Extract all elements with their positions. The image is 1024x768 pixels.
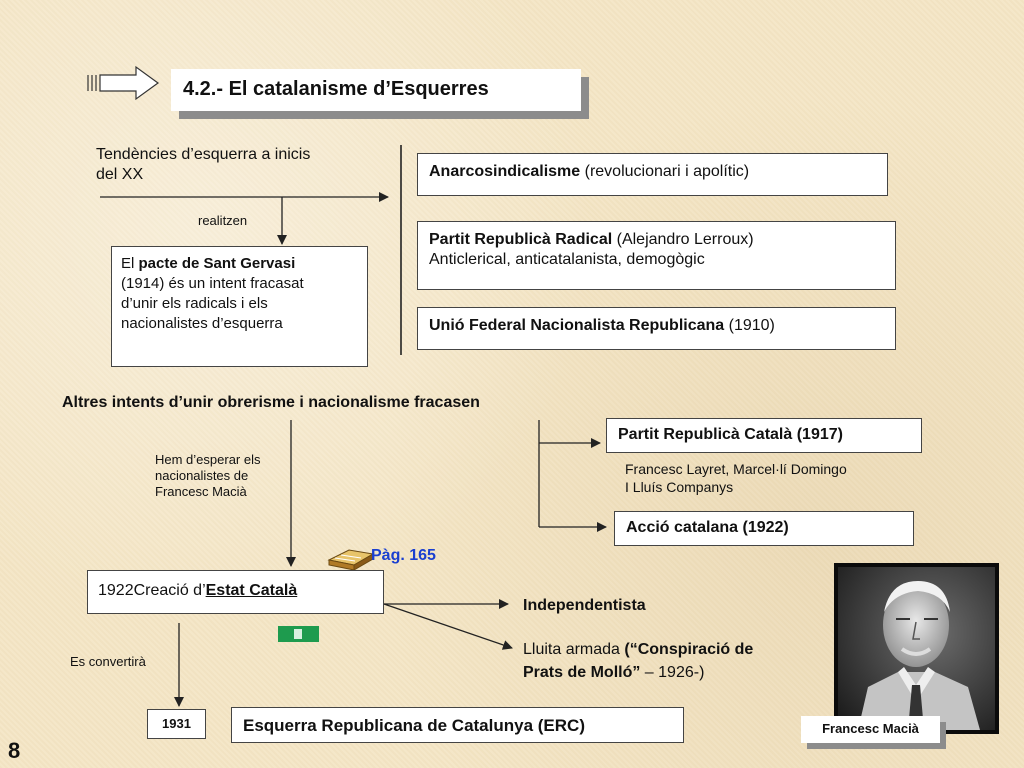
anarco-bold: Anarcosindicalisme	[429, 163, 581, 180]
accio-label: Acció catalana (1922)	[626, 519, 789, 536]
tendencies-line1: Tendències d’esquerra a inicis	[96, 146, 311, 163]
title-arrow-icon	[87, 65, 160, 101]
pacte-bold: pacte de Sant Gervasi	[138, 255, 296, 272]
portrait-image	[838, 567, 995, 730]
page-number: 8	[8, 738, 21, 763]
pacte-line4: nacionalistes d’esquerra	[121, 315, 283, 332]
tendencies-label: Tendències d’esquerra a inicis del XX	[96, 145, 310, 185]
portrait-frame	[834, 563, 999, 734]
green-link-button[interactable]	[278, 626, 319, 642]
pacte-line3: d’unir els radicals i els	[121, 295, 268, 312]
es-convertira-label: Es convertirà	[70, 654, 146, 669]
anarco-box: Anarcosindicalisme (revolucionari i apol…	[417, 153, 888, 196]
unio-bold: Unió Federal Nacionalista Republicana	[429, 317, 725, 334]
page-title: 4.2.- El catalanisme d’Esquerres	[183, 78, 489, 100]
book-icon[interactable]	[327, 546, 377, 572]
year-1931-label: 1931	[162, 716, 191, 731]
radical-line1: Partit Republicà Radical (Alejandro Lerr…	[429, 230, 884, 250]
title-box: 4.2.- El catalanisme d’Esquerres	[171, 69, 581, 111]
unio-box: Unió Federal Nacionalista Republicana (1…	[417, 307, 896, 350]
lluita-line1: Lluita armada (“Conspiració de	[523, 641, 754, 658]
lluita-arrow	[383, 603, 513, 650]
page-reference-link[interactable]: Pàg. 165	[371, 547, 436, 564]
radical-rest: (Alejandro Lerroux)	[612, 231, 754, 248]
layret-label: Francesc Layret, Marcel·lí Domingo I Llu…	[625, 460, 847, 496]
partit-catala-label: Partit Republicà Català (1917)	[618, 426, 843, 443]
layret-line2: I Lluís Companys	[625, 479, 734, 495]
radical-bold: Partit Republicà Radical	[429, 231, 613, 248]
document-icon	[294, 629, 302, 639]
hem-esperar-line3: Francesc Macià	[155, 484, 247, 499]
hem-esperar-line2: nacionalistes de	[155, 468, 249, 483]
radical-line2: Anticlerical, anticatalanista, demogògic	[429, 251, 705, 268]
radical-box: Partit Republicà Radical (Alejandro Lerr…	[417, 221, 896, 290]
portrait-caption: Francesc Macià	[822, 721, 919, 736]
year-1931-box: 1931	[147, 709, 206, 739]
hem-esperar-label: Hem d’esperar els nacionalistes de Franc…	[155, 452, 261, 500]
estat-bold: Estat Català	[205, 582, 298, 599]
estat-catala-box: 1922Creació d’Estat Català	[87, 570, 384, 614]
hem-esperar-line1: Hem d’esperar els	[155, 452, 261, 467]
portrait-caption-box: Francesc Macià	[801, 716, 940, 743]
tendencies-line2: del XX	[96, 166, 144, 183]
estat-pre: 1922Creació d’	[98, 582, 206, 599]
lluita-line2: Prats de Molló” – 1926-)	[523, 664, 705, 681]
lluita-label: Lluita armada (“Conspiració de Prats de …	[523, 638, 753, 684]
layret-line1: Francesc Layret, Marcel·lí Domingo	[625, 461, 847, 477]
anarco-rest: (revolucionari i apolític)	[580, 163, 750, 180]
pacte-line2: (1914) és un intent fracasat	[121, 275, 304, 292]
independentista-label: Independentista	[523, 597, 646, 614]
accio-box: Acció catalana (1922)	[614, 511, 914, 546]
realitzen-label: realitzen	[198, 213, 248, 228]
partit-catala-box: Partit Republicà Català (1917)	[606, 418, 922, 453]
pacte-box: El pacte de Sant Gervasi (1914) és un in…	[111, 246, 368, 367]
altres-heading: Altres intents d’unir obrerisme i nacion…	[62, 394, 480, 411]
unio-rest: (1910)	[724, 317, 775, 334]
erc-label: Esquerra Republicana de Catalunya (ERC)	[243, 716, 585, 735]
pacte-line1: El pacte de Sant Gervasi	[121, 255, 296, 272]
erc-box: Esquerra Republicana de Catalunya (ERC)	[231, 707, 684, 743]
